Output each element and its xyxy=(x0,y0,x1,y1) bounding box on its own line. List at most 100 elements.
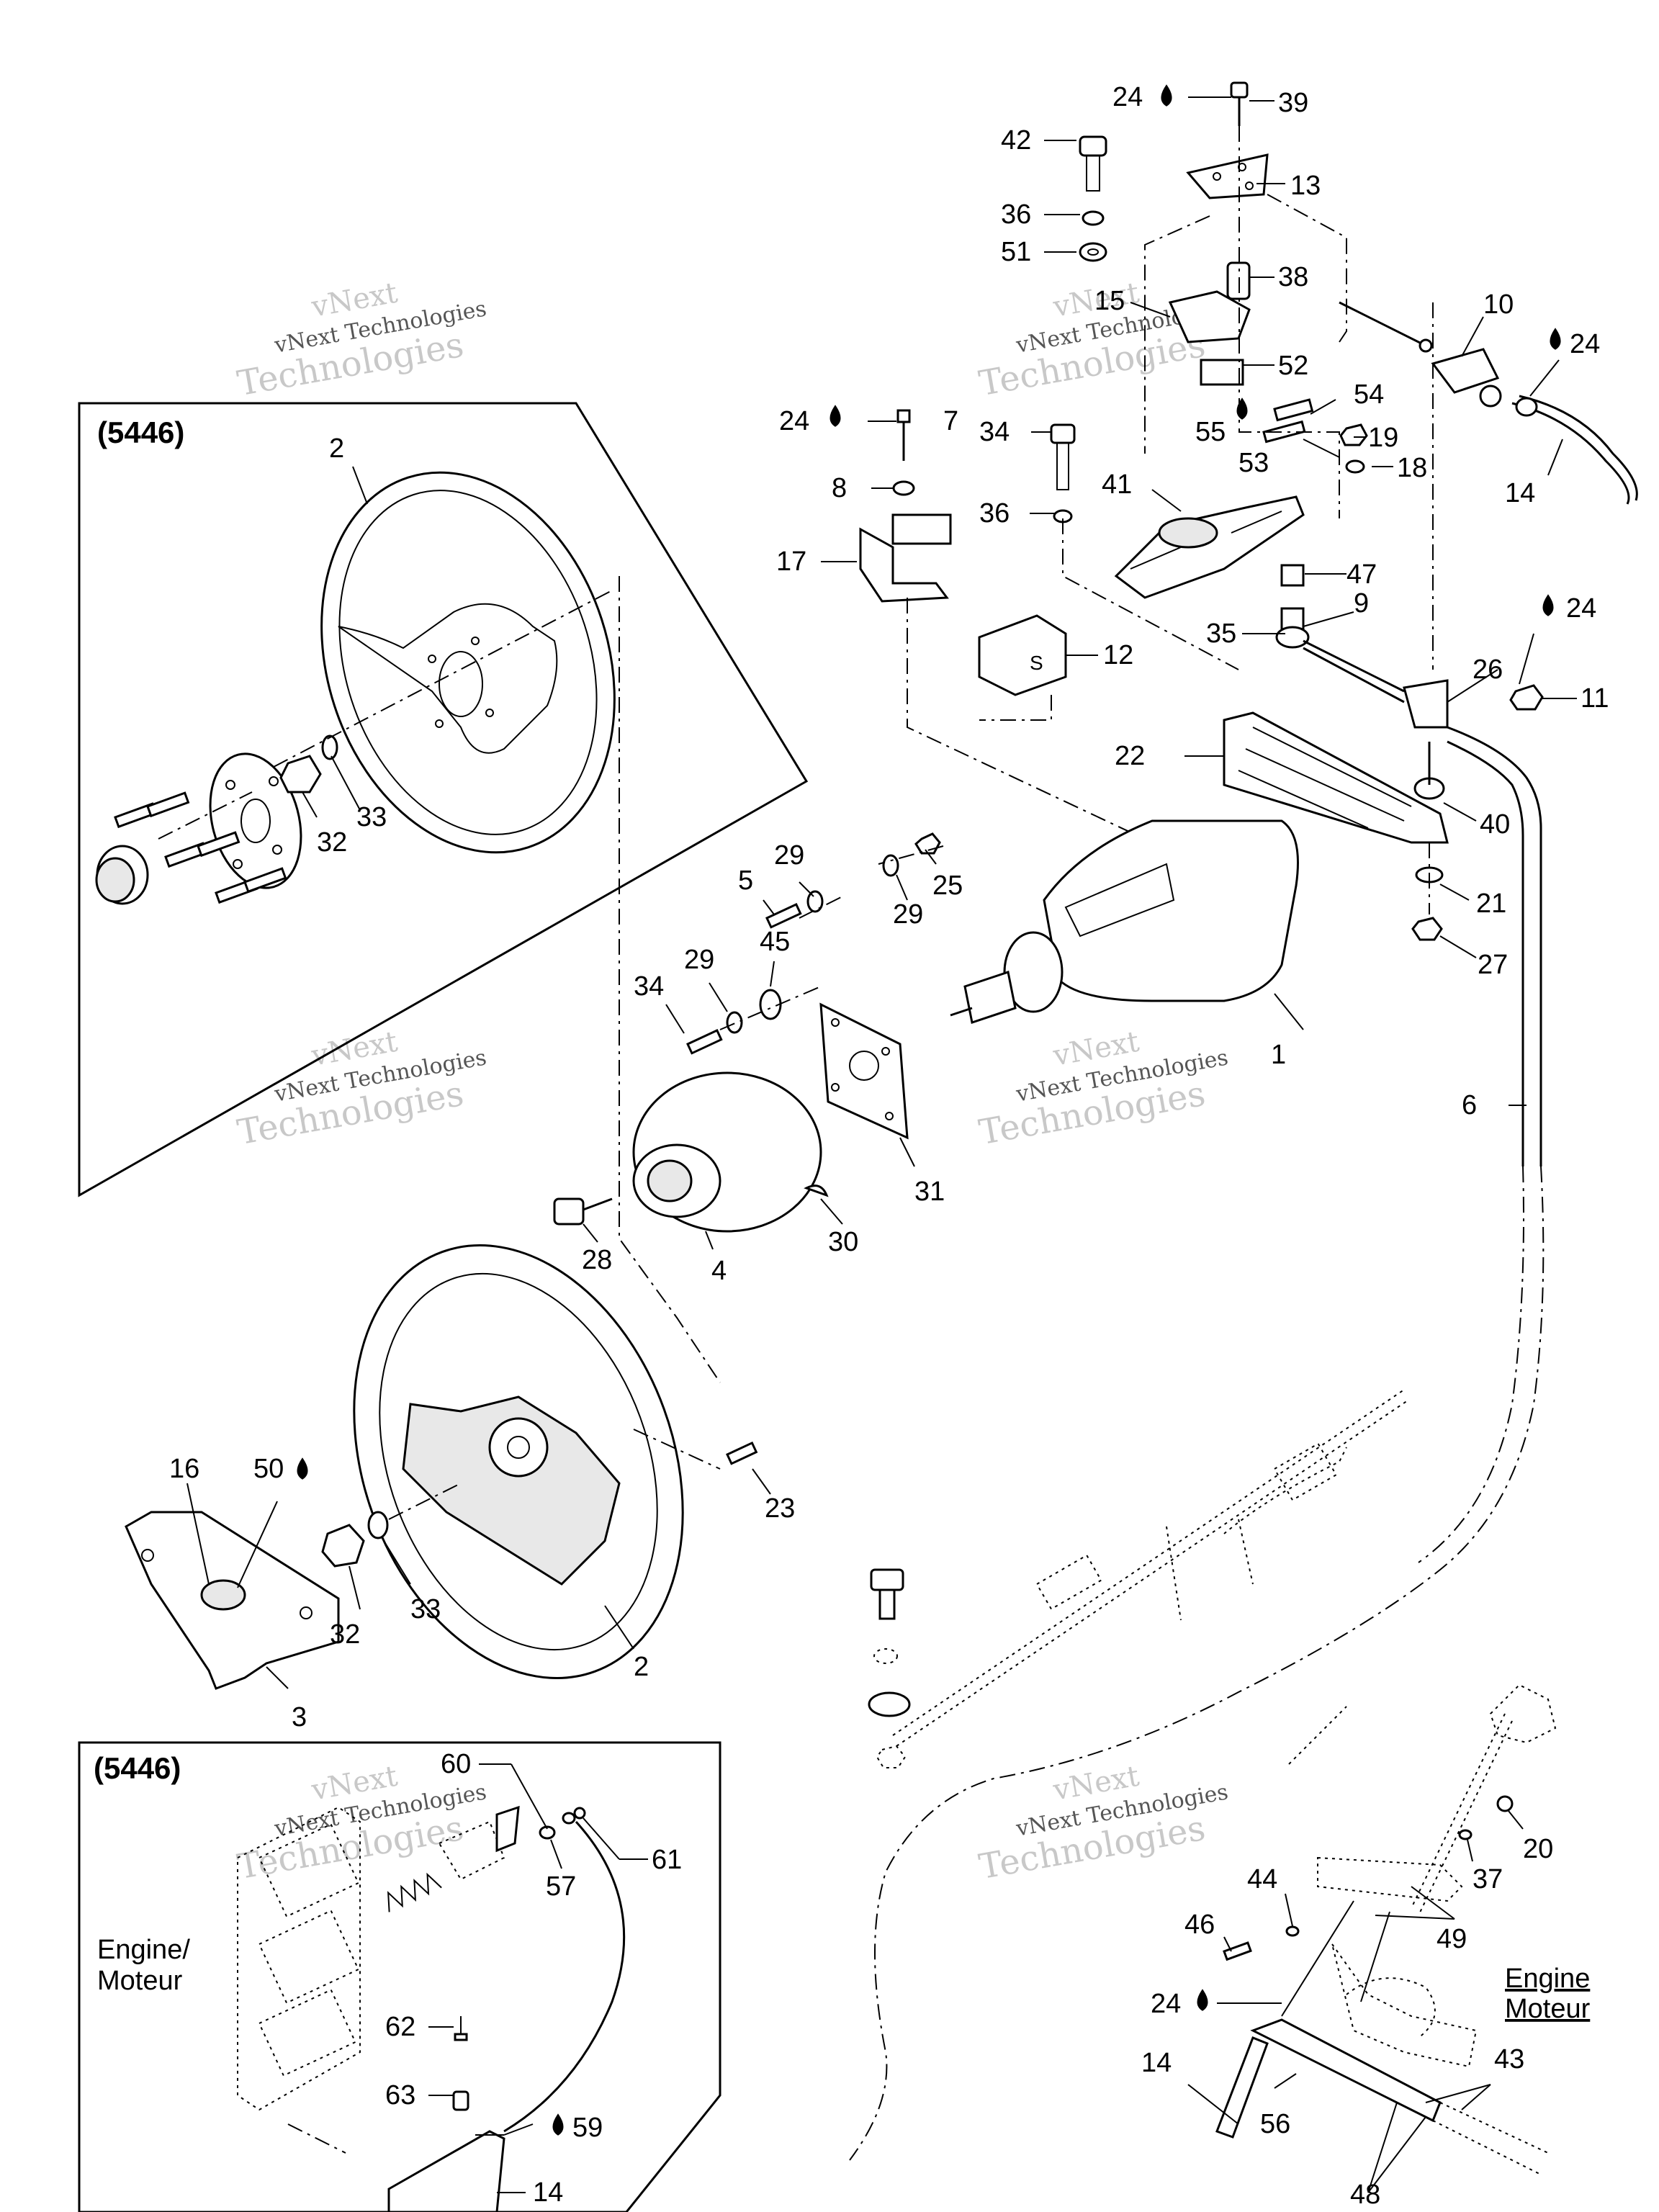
washer-29-a xyxy=(882,854,899,877)
cover-3 xyxy=(125,1511,340,1690)
part-label: 23 xyxy=(765,1493,795,1524)
screw-54 xyxy=(1273,398,1314,422)
part-label: 49 xyxy=(1437,1924,1467,1954)
nut-25 xyxy=(914,832,941,855)
cable-6 xyxy=(1447,726,1542,1166)
connector-26 xyxy=(1403,679,1449,729)
drop-icon xyxy=(1542,594,1554,616)
drop-icon xyxy=(1197,1989,1208,2011)
part-label: 29 xyxy=(684,945,714,975)
part-label: 15 xyxy=(1094,286,1125,316)
part-label: 57 xyxy=(546,1871,576,1902)
cable-end-10 xyxy=(1431,348,1500,394)
bolt-34 xyxy=(1050,423,1076,444)
part-label: 39 xyxy=(1278,88,1308,118)
part-label: 35 xyxy=(1206,619,1236,649)
drop-icon xyxy=(297,1457,308,1480)
washer-36 xyxy=(1082,210,1105,226)
inset-hub-adapter xyxy=(209,752,302,889)
inset-bottom: (5446) Engine/ Moteur xyxy=(78,1741,721,2212)
washer-18 xyxy=(1345,459,1365,474)
part-label: 30 xyxy=(828,1227,858,1257)
part-label: 62 xyxy=(385,2012,415,2042)
part-label: 51 xyxy=(1001,237,1031,267)
inset-bottom-frame xyxy=(78,1741,721,2212)
part-label: 36 xyxy=(979,498,1010,529)
nut-19 xyxy=(1339,423,1368,446)
part-label: 56 xyxy=(1260,2109,1290,2139)
cable-shaft-assembly xyxy=(868,1389,1408,1768)
arm-41 xyxy=(1114,495,1305,599)
part-label: 4 xyxy=(711,1256,727,1286)
part-label: 37 xyxy=(1473,1864,1503,1894)
part-label: 59 xyxy=(572,2113,603,2143)
part-label: 18 xyxy=(1397,453,1427,483)
engine-label-right: Engine xyxy=(1505,1964,1590,1994)
part-label: 29 xyxy=(893,899,923,930)
part-label: 63 xyxy=(385,2080,415,2110)
svg-text:S: S xyxy=(1030,652,1043,674)
part-label: 22 xyxy=(1115,741,1145,771)
inset-horn-cap xyxy=(95,845,149,905)
part-label: 54 xyxy=(1354,379,1384,410)
inset-top: (5446) xyxy=(78,402,809,1197)
bolt-39 xyxy=(1230,81,1249,99)
part-label: 33 xyxy=(410,1594,441,1624)
part-label: 60 xyxy=(441,1749,471,1779)
part-label: 41 xyxy=(1102,469,1132,500)
part-label: 13 xyxy=(1290,171,1321,201)
screw-23 xyxy=(726,1441,758,1465)
plate-22 xyxy=(1223,711,1449,844)
part-label: 61 xyxy=(652,1845,682,1875)
part-label: 14 xyxy=(533,2177,563,2208)
part-label: 55 xyxy=(1195,417,1226,447)
part-labels: 39 24 42 13 36 51 38 15 10 24 52 54 24 7… xyxy=(169,82,1609,2210)
part-label: 24 xyxy=(1151,1989,1181,2019)
drop-icon xyxy=(552,2113,564,2136)
washer-8 xyxy=(892,480,915,496)
cable-14 xyxy=(1511,402,1630,505)
nut-20 xyxy=(1496,1795,1514,1812)
part-label: 11 xyxy=(1581,683,1609,714)
part-label: 2 xyxy=(329,433,344,464)
bracket-17 xyxy=(859,527,949,603)
part-label: 17 xyxy=(776,547,806,577)
part-label: 16 xyxy=(169,1454,199,1484)
flange-hardware xyxy=(686,832,944,1055)
bolt-42 xyxy=(1079,135,1107,157)
part-label: 9 xyxy=(1354,588,1369,619)
part-label: 7 xyxy=(943,406,958,436)
part-label: 24 xyxy=(1566,593,1596,624)
part-label: 47 xyxy=(1346,559,1377,590)
part-label: 43 xyxy=(1494,2044,1524,2074)
engine-label-right-2: Moteur xyxy=(1505,1994,1591,2024)
screw-7 xyxy=(896,409,911,423)
emblem-16 xyxy=(200,1579,246,1611)
part-label: 32 xyxy=(317,827,347,858)
washer-51 xyxy=(1079,242,1107,262)
part-label: 33 xyxy=(356,802,387,832)
part-label: 34 xyxy=(979,417,1010,447)
part-label: 10 xyxy=(1483,289,1514,320)
part-label: 28 xyxy=(582,1245,612,1275)
key-30 xyxy=(804,1184,829,1197)
part-label: 20 xyxy=(1523,1834,1553,1864)
part-label: 25 xyxy=(932,871,963,901)
drop-icon xyxy=(1161,84,1172,107)
screw-5 xyxy=(765,902,802,929)
washer-29-c xyxy=(726,1011,743,1034)
inset-steering-wheel xyxy=(320,471,616,854)
part-label: 38 xyxy=(1278,262,1308,292)
part-label: 1 xyxy=(1271,1040,1286,1070)
part-label: 48 xyxy=(1350,2180,1380,2210)
helm-1 xyxy=(950,819,1299,1024)
nut-27 xyxy=(1411,917,1443,941)
part-label: 8 xyxy=(832,473,847,503)
part-label: 2 xyxy=(634,1652,649,1682)
washer-44 xyxy=(1285,1925,1300,1937)
part-label: 26 xyxy=(1473,655,1503,685)
part-label: 53 xyxy=(1238,448,1269,478)
part-label: 29 xyxy=(774,840,804,871)
inset-bolts xyxy=(114,791,287,904)
bracket-assembly xyxy=(1079,81,1638,670)
